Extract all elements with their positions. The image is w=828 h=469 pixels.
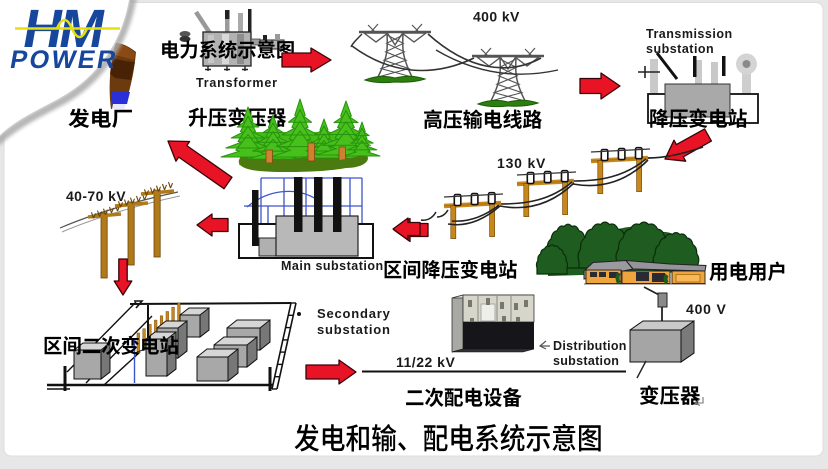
svg-text:400 kV: 400 kV — [473, 9, 520, 25]
svg-text:130 kV: 130 kV — [497, 155, 546, 171]
svg-text:400 V: 400 V — [686, 301, 727, 317]
svg-text:Transformer: Transformer — [196, 76, 278, 90]
svg-text:Transmission: Transmission — [646, 27, 733, 41]
svg-text:POWER: POWER — [8, 46, 120, 74]
svg-text:substation: substation — [646, 42, 714, 56]
svg-text:substation: substation — [553, 354, 619, 368]
svg-text:substation: substation — [317, 322, 391, 337]
svg-text:Distribution: Distribution — [553, 339, 627, 353]
svg-text:40-70 kV: 40-70 kV — [66, 188, 126, 204]
svg-text:Main substation: Main substation — [281, 259, 384, 273]
svg-text:Secondary: Secondary — [317, 306, 391, 321]
svg-text:11/22 kV: 11/22 kV — [396, 354, 455, 370]
